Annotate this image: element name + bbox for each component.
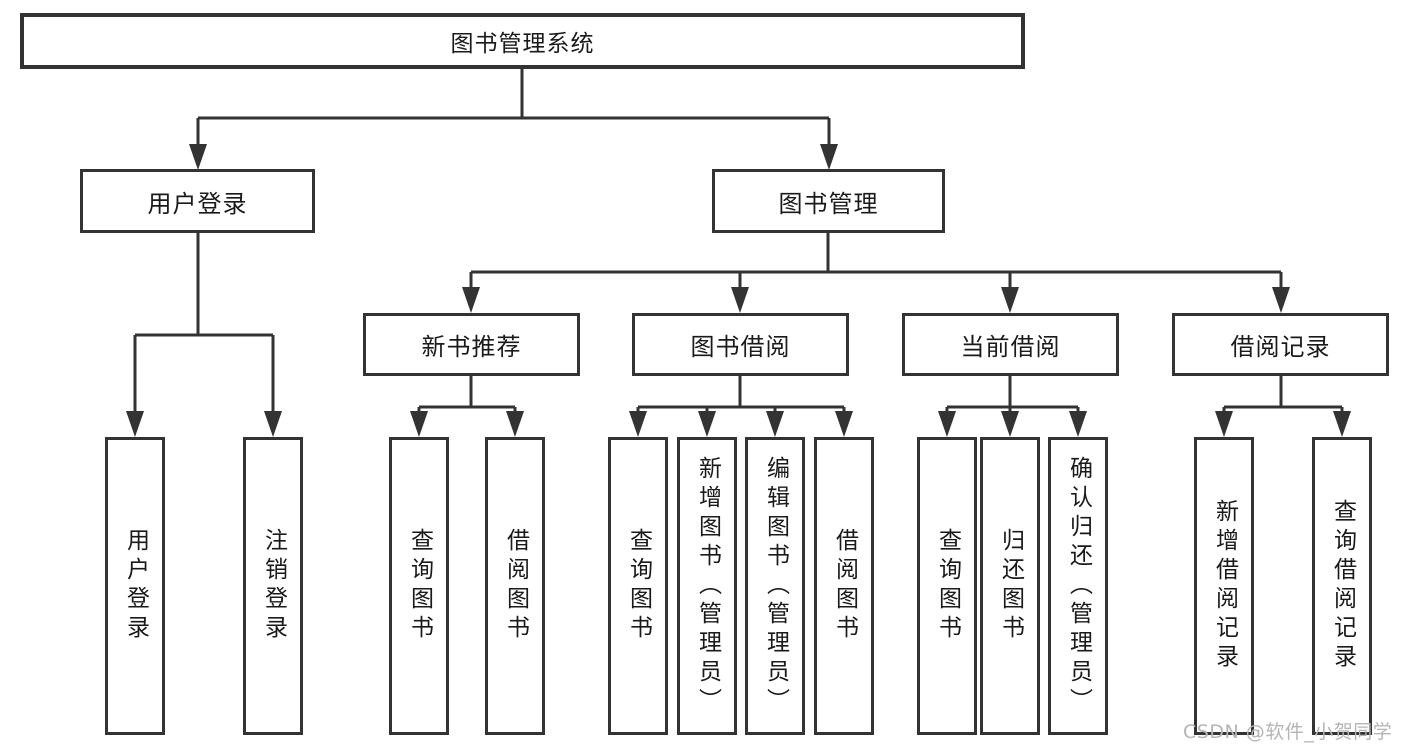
node-borrow-records: 借阅记录 — [1172, 313, 1389, 376]
connector-current-borrow — [945, 376, 1080, 414]
leaf-borrow-add-books-admin: 新增图书（管理员） — [677, 437, 737, 735]
connector-book-management — [469, 233, 1283, 289]
leaf-borrow-query-books: 查询图书 — [608, 437, 668, 735]
leaf-records-query: 查询借阅记录 — [1312, 437, 1372, 735]
node-root: 图书管理系统 — [20, 13, 1025, 69]
arrow-down — [189, 144, 207, 170]
leaf-borrow-edit-books-admin: 编辑图书（管理员） — [745, 437, 805, 735]
arrow-down — [820, 144, 838, 170]
leaf-records-add: 新增借阅记录 — [1194, 437, 1254, 735]
leaf-current-query-books: 查询图书 — [917, 437, 977, 735]
leaf-current-confirm-return-admin: 确认归还（管理员） — [1048, 437, 1108, 735]
connector-borrow-records — [1222, 376, 1344, 414]
connector-book-borrow — [636, 376, 846, 414]
connector-root — [196, 69, 831, 146]
arrow-down — [1001, 287, 1019, 313]
leaf-borrow-borrow-books: 借阅图书 — [814, 437, 874, 735]
csdn-watermark: CSDN @软件_小贺同学 — [1183, 721, 1393, 743]
leaf-new-books-query: 查询图书 — [389, 437, 449, 735]
arrow-down — [1272, 287, 1290, 313]
connector-user-login — [133, 233, 275, 413]
node-current-borrow: 当前借阅 — [902, 313, 1119, 376]
arrow-down — [835, 411, 853, 437]
arrow-down — [1001, 411, 1019, 437]
node-book-borrow: 图书借阅 — [632, 313, 849, 376]
arrow-down — [1215, 411, 1233, 437]
node-book-management: 图书管理 — [712, 169, 945, 233]
node-user-login: 用户登录 — [80, 169, 315, 233]
arrow-down — [698, 411, 716, 437]
connector-new-book-recommend — [417, 376, 517, 414]
leaf-new-books-borrow: 借阅图书 — [485, 437, 545, 735]
leaf-user-login: 用户登录 — [105, 437, 165, 735]
leaf-logout: 注销登录 — [243, 437, 303, 735]
arrow-down — [506, 411, 524, 437]
arrow-down — [938, 411, 956, 437]
arrow-down — [731, 287, 749, 313]
arrow-down — [264, 411, 282, 437]
arrow-down — [1069, 411, 1087, 437]
node-new-book-recommend: 新书推荐 — [363, 313, 580, 376]
arrow-down — [766, 411, 784, 437]
arrow-down — [410, 411, 428, 437]
arrow-down — [126, 411, 144, 437]
arrow-down — [1333, 411, 1351, 437]
arrow-down — [462, 287, 480, 313]
arrow-down — [629, 411, 647, 437]
leaf-current-return-books: 归还图书 — [980, 437, 1040, 735]
